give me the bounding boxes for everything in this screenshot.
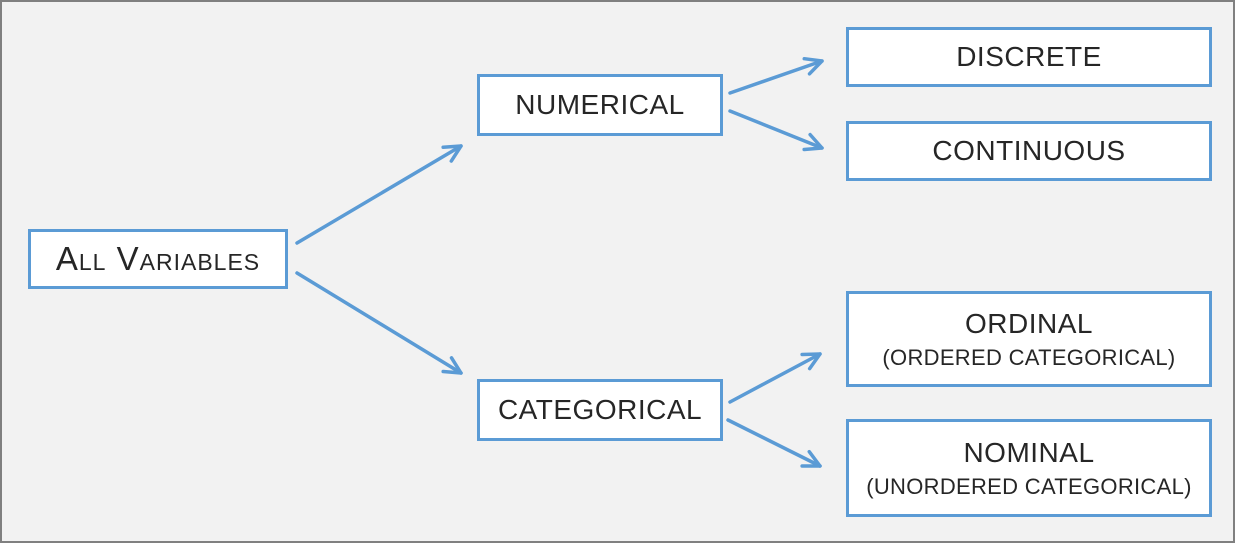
node-nominal: NOMINAL (UNORDERED CATEGORICAL) <box>846 419 1212 517</box>
node-discrete: DISCRETE <box>846 27 1212 87</box>
edge-numerical-continuous <box>728 109 824 152</box>
node-discrete-label: DISCRETE <box>956 41 1102 73</box>
node-nominal-label: NOMINAL <box>963 437 1095 469</box>
node-all-variables: All Variables <box>28 229 288 289</box>
edge-numerical-discrete <box>728 56 824 95</box>
node-numerical-label: NUMERICAL <box>515 89 685 121</box>
node-all-variables-label: All Variables <box>55 239 261 277</box>
node-continuous-label: CONTINUOUS <box>932 135 1126 167</box>
node-categorical-label: CATEGORICAL <box>497 394 703 426</box>
node-nominal-sublabel: (UNORDERED CATEGORICAL) <box>866 473 1192 499</box>
node-ordinal: ORDINAL (ORDERED CATEGORICAL) <box>846 291 1212 387</box>
node-numerical: NUMERICAL <box>477 74 723 136</box>
edge-categorical-nominal <box>726 418 822 468</box>
node-categorical: CATEGORICAL <box>477 379 723 441</box>
edge-allvariables-numerical <box>295 144 463 245</box>
edge-categorical-ordinal <box>728 352 822 404</box>
node-ordinal-label: ORDINAL <box>965 308 1093 340</box>
node-ordinal-sublabel: (ORDERED CATEGORICAL) <box>882 344 1176 370</box>
node-continuous: CONTINUOUS <box>846 121 1212 181</box>
edge-allvariables-categorical <box>295 271 463 375</box>
